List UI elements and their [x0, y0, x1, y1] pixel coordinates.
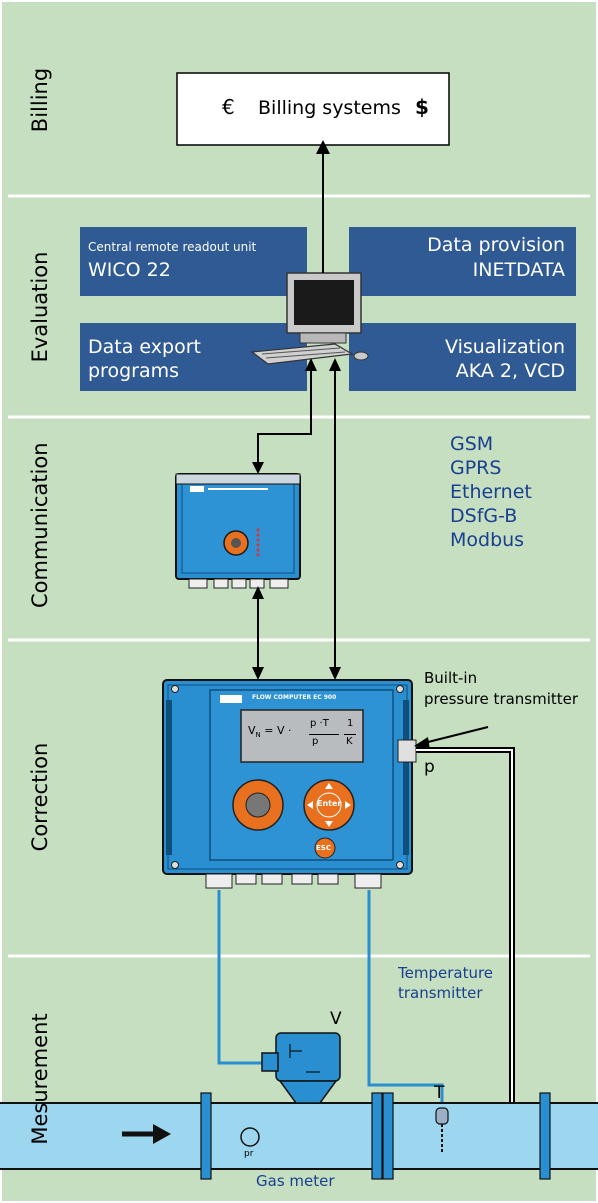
- flow-computer-title: FLOW COMPUTER EC 900: [252, 694, 337, 701]
- formula-k-bottom: K: [346, 736, 353, 747]
- esc-button-label: ESC: [316, 844, 331, 852]
- temperature-t-label: T: [434, 1083, 445, 1103]
- volume-v-label: V: [330, 1009, 342, 1029]
- flow-computer-device: [162, 679, 417, 889]
- section-label-communication: Communication: [28, 442, 52, 608]
- formula-display: VN = V ·: [248, 724, 292, 739]
- formula-k-top: 1: [347, 718, 354, 729]
- section-label-measurement: Mesurement: [28, 1013, 52, 1145]
- gas-pipe: [0, 1092, 598, 1180]
- central-readout-big: WICO 22: [88, 259, 171, 281]
- billing-euro: €: [222, 95, 235, 119]
- pressure-p-label: p: [424, 757, 435, 777]
- builtin-label-line2: pressure transmitter: [424, 690, 579, 708]
- temperature-sensor: [435, 1107, 449, 1152]
- formula-k-bar: [344, 734, 356, 735]
- data-provision-line2: INETDATA: [472, 259, 565, 281]
- box-visualization: [349, 323, 576, 391]
- wire-volume: [217, 890, 262, 1065]
- temperature-label-line2: transmitter: [398, 984, 483, 1002]
- protocol-item: Ethernet: [450, 481, 532, 503]
- enter-button-label: Enter: [317, 799, 342, 808]
- section-label-evaluation: Evaluation: [28, 251, 52, 363]
- central-readout-small: Central remote readout unit: [88, 240, 257, 254]
- section-label-correction: Correction: [28, 742, 52, 852]
- formula-vn-sub: N: [255, 731, 261, 740]
- formula-fraction-bar: [309, 734, 339, 735]
- data-export-line1: Data export: [88, 336, 201, 358]
- protocol-list: GSM GPRS Ethernet DSfG-B Modbus: [450, 432, 532, 552]
- visualization-line2: AKA 2, VCD: [455, 360, 565, 382]
- wire-temperature: [367, 890, 444, 1108]
- billing-dollar: $: [415, 95, 429, 119]
- formula-fraction-top: p ·T: [310, 718, 329, 729]
- box-central-readout: [80, 227, 307, 296]
- formula-fraction-bottom: p: [312, 736, 319, 747]
- visualization-line1: Visualization: [444, 336, 565, 358]
- modem-device: [175, 473, 301, 589]
- protocol-item: DSfG-B: [450, 505, 518, 527]
- computer-icon: [250, 272, 369, 365]
- formula-vn: V: [248, 724, 256, 737]
- box-data-provision: [349, 227, 576, 296]
- data-provision-line1: Data provision: [427, 234, 565, 256]
- protocol-item: Modbus: [450, 529, 525, 551]
- protocol-item: GSM: [450, 433, 494, 455]
- gas-meter-device: [261, 1032, 341, 1104]
- arrow-pressure-transmitter: [423, 726, 489, 744]
- billing-box: [176, 72, 450, 146]
- temperature-label-line1: Temperature: [398, 964, 494, 982]
- protocol-item: GPRS: [450, 457, 502, 479]
- formula-eq: = V ·: [264, 724, 292, 737]
- data-export-line2: programs: [88, 360, 180, 382]
- gas-meter-label: Gas meter: [256, 1172, 335, 1190]
- builtin-label-line1: Built-in: [424, 669, 478, 687]
- section-label-billing: Billing: [28, 67, 52, 133]
- pressure-pr-label: pr: [244, 1149, 254, 1159]
- billing-label: Billing systems: [258, 97, 401, 119]
